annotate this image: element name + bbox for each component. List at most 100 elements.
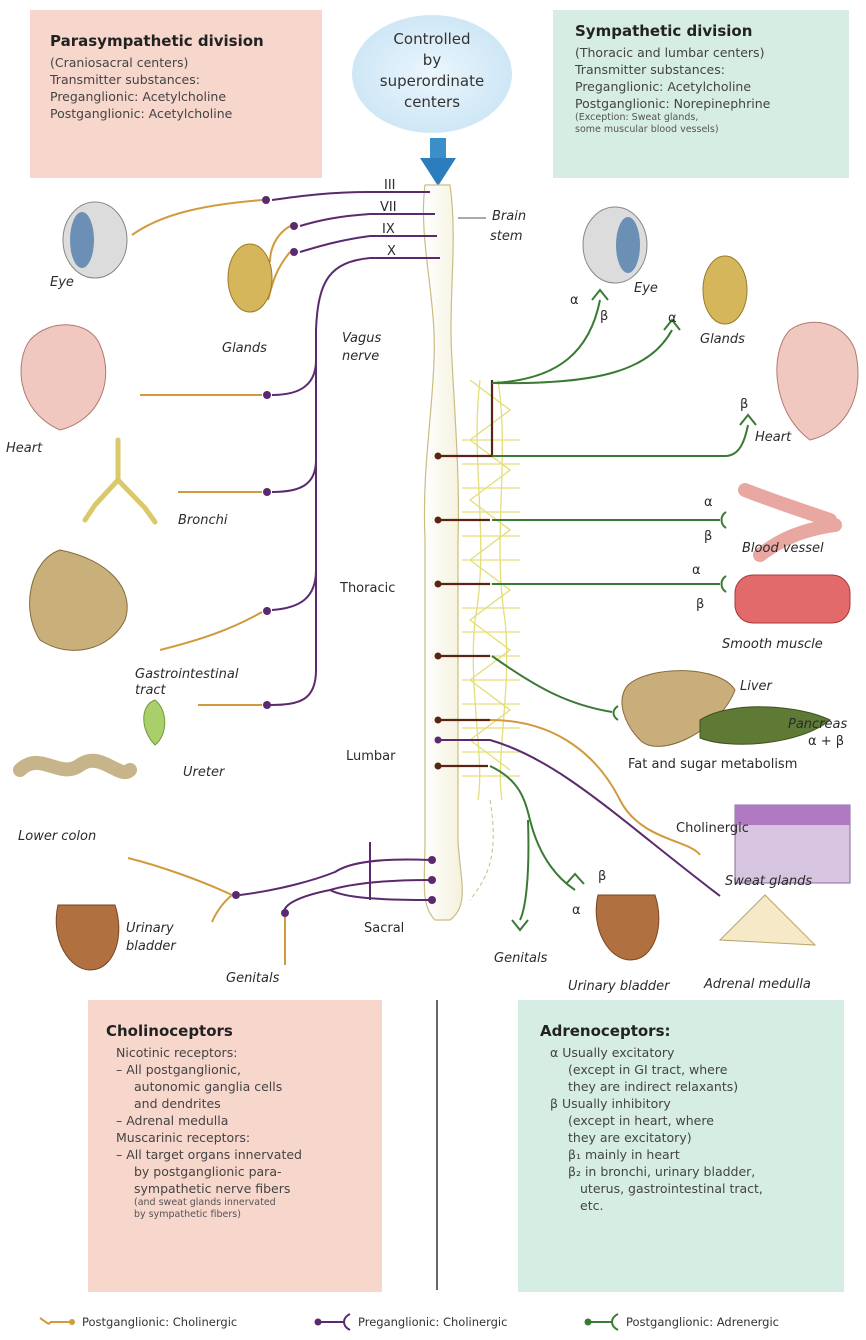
receptor-line: and dendrites bbox=[106, 1095, 366, 1112]
urinary-bladder-right-icon bbox=[596, 895, 659, 960]
fat-sugar-metabolism-label: Fat and sugar metabolism bbox=[628, 757, 797, 772]
brain-stem-label: Brain bbox=[492, 209, 526, 224]
receptor-line: Nicotinic receptors: bbox=[106, 1044, 366, 1061]
adrenal-medulla-label: Adrenal medulla bbox=[703, 977, 811, 992]
alpha-symbol: α bbox=[572, 903, 581, 918]
legend: Postganglionic: Cholinergic Preganglioni… bbox=[40, 1314, 779, 1330]
receptor-line: (and sweat glands innervated bbox=[106, 1197, 366, 1209]
sympathetic-chain-lower bbox=[470, 800, 493, 900]
receptor-line: autonomic ganglia cells bbox=[106, 1078, 366, 1095]
genitals-right-label: Genitals bbox=[494, 951, 548, 966]
glands-left-icon bbox=[228, 244, 272, 312]
receptor-line: – Adrenal medulla bbox=[106, 1112, 366, 1129]
lower-colon-label: Lower colon bbox=[18, 829, 96, 844]
alpha-symbol: α bbox=[668, 311, 677, 326]
spinal-cord bbox=[423, 185, 462, 920]
descending-arrow-icon bbox=[420, 138, 456, 186]
heart-right-icon bbox=[777, 322, 858, 440]
receptor-line: β Usually inhibitory bbox=[540, 1095, 834, 1112]
sacral-label: Sacral bbox=[364, 921, 404, 936]
receptor-line: sympathetic nerve fibers bbox=[106, 1180, 366, 1197]
legend-label: Postganglionic: Adrenergic bbox=[626, 1315, 779, 1329]
receptor-line: β₁ mainly in heart bbox=[540, 1146, 834, 1163]
bronchi-icon bbox=[85, 440, 155, 522]
urinary-bladder-left-label: Urinary bbox=[126, 921, 174, 936]
cranial-nerve-label: X bbox=[387, 244, 396, 259]
ureter-label: Ureter bbox=[183, 765, 226, 780]
brain-stem-label: stem bbox=[490, 229, 523, 244]
legend-item-post-cholinergic: Postganglionic: Cholinergic bbox=[40, 1315, 237, 1329]
receptor-line: by postganglionic para- bbox=[106, 1163, 366, 1180]
alpha-symbol: α bbox=[570, 293, 579, 308]
beta-symbol: β bbox=[704, 529, 712, 544]
sweat-glands-icon bbox=[735, 805, 850, 883]
glands-right-label: Glands bbox=[700, 332, 745, 347]
urinary-bladder-left-label: bladder bbox=[126, 939, 177, 954]
urinary-bladder-right-label: Urinary bladder bbox=[568, 979, 671, 994]
eye-left-icon bbox=[63, 202, 127, 278]
legend-label: Postganglionic: Cholinergic bbox=[82, 1315, 237, 1329]
gi-tract-label: tract bbox=[135, 683, 167, 698]
vagus-nerve-label: nerve bbox=[342, 349, 379, 364]
liver-label: Liver bbox=[740, 679, 774, 694]
eye-right-label: Eye bbox=[634, 281, 658, 296]
cranial-nerve-label: VII bbox=[380, 200, 397, 215]
bronchi-label: Bronchi bbox=[178, 513, 228, 528]
alpha-symbol: α bbox=[692, 563, 701, 578]
beta-symbol: β bbox=[740, 397, 748, 412]
sweat-glands-label: Sweat glands bbox=[725, 874, 812, 889]
receptor-line: (except in GI tract, where bbox=[540, 1061, 834, 1078]
legend-item-pre-cholinergic: Preganglionic: Cholinergic bbox=[315, 1314, 508, 1330]
eye-right-icon bbox=[583, 207, 647, 283]
blood-vessel-label: Blood vessel bbox=[742, 541, 824, 556]
cholinergic-label: Cholinergic bbox=[676, 821, 749, 836]
urinary-bladder-left-icon bbox=[56, 905, 119, 970]
parasympathetic-postganglionic-fibers bbox=[128, 200, 290, 965]
beta-symbol: β bbox=[598, 869, 606, 884]
receptor-line: they are excitatory) bbox=[540, 1129, 834, 1146]
cranial-nerve-label: IX bbox=[382, 222, 395, 237]
receptor-line: Muscarinic receptors: bbox=[106, 1129, 366, 1146]
heart-right-label: Heart bbox=[755, 430, 792, 445]
adrenal-medulla-icon bbox=[720, 895, 815, 945]
lower-colon-icon bbox=[20, 761, 130, 772]
alpha-symbol: α bbox=[704, 495, 713, 510]
receptor-line: they are indirect relaxants) bbox=[540, 1078, 834, 1095]
cholinoceptors-box: Cholinoceptors Nicotinic receptors:– All… bbox=[88, 1000, 382, 1292]
glands-right-icon bbox=[703, 256, 747, 324]
lumbar-label: Lumbar bbox=[346, 749, 396, 764]
receptor-line: – All postganglionic, bbox=[106, 1061, 366, 1078]
adrenal-fiber-origin bbox=[435, 737, 442, 744]
ureter-icon bbox=[144, 700, 165, 745]
alpha-beta-label: α + β bbox=[808, 734, 844, 749]
cranial-nerve-label: III bbox=[384, 178, 396, 193]
thoracic-label: Thoracic bbox=[339, 581, 395, 596]
beta-symbol: β bbox=[696, 597, 704, 612]
genitals-left-label: Genitals bbox=[226, 971, 280, 986]
legend-item-post-adrenergic: Postganglionic: Adrenergic bbox=[585, 1314, 779, 1330]
eye-left-label: Eye bbox=[50, 275, 74, 290]
cholinoceptors-list: Nicotinic receptors:– All postganglionic… bbox=[106, 1044, 366, 1221]
smooth-muscle-icon bbox=[735, 575, 850, 623]
beta-symbol: β bbox=[600, 309, 608, 324]
cholinoceptors-title: Cholinoceptors bbox=[106, 1022, 366, 1040]
adrenoceptors-box: Adrenoceptors: α Usually excitatory(exce… bbox=[518, 1000, 844, 1292]
heart-left-label: Heart bbox=[6, 441, 43, 456]
adrenoceptors-title: Adrenoceptors: bbox=[540, 1022, 834, 1040]
receptor-line: etc. bbox=[540, 1197, 834, 1214]
parasympathetic-preganglionic-fibers bbox=[240, 192, 430, 915]
heart-left-icon bbox=[21, 325, 106, 430]
adrenoceptors-list: α Usually excitatory(except in GI tract,… bbox=[540, 1044, 834, 1214]
smooth-muscle-label: Smooth muscle bbox=[722, 637, 823, 652]
receptor-line: (except in heart, where bbox=[540, 1112, 834, 1129]
receptor-line: α Usually excitatory bbox=[540, 1044, 834, 1061]
receptor-line: β₂ in bronchi, urinary bladder, bbox=[540, 1163, 834, 1180]
receptor-line: – All target organs innervated bbox=[106, 1146, 366, 1163]
receptor-line: uterus, gastrointestinal tract, bbox=[540, 1180, 834, 1197]
glands-left-label: Glands bbox=[222, 341, 267, 356]
legend-label: Preganglionic: Cholinergic bbox=[358, 1315, 507, 1329]
receptor-line: by sympathetic fibers) bbox=[106, 1209, 366, 1221]
gi-tract-label: Gastrointestinal bbox=[135, 667, 239, 682]
pancreas-label: Pancreas bbox=[788, 717, 848, 732]
vagus-nerve-label: Vagus bbox=[342, 331, 382, 346]
